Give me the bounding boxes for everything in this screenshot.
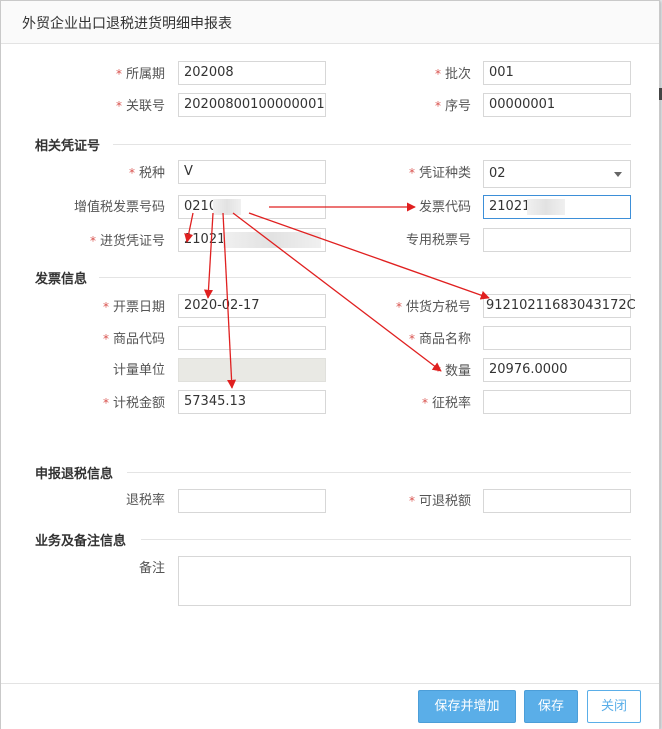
refund-rate-label: 退税率	[125, 493, 165, 508]
arrow-to-issue-date	[203, 212, 214, 299]
section-business-divider	[141, 539, 631, 540]
period-input[interactable]: 202008	[178, 61, 326, 85]
goods-code-label: *商品代码	[102, 332, 165, 347]
arrow-to-purchase-voucher	[184, 212, 194, 243]
close-button[interactable]: 关闭	[587, 690, 641, 723]
unit-label: 计量单位	[112, 363, 165, 378]
chevron-down-icon	[614, 172, 622, 177]
redacted-mask	[527, 199, 565, 215]
section-voucher-divider	[113, 144, 631, 145]
remarks-textarea[interactable]	[178, 556, 631, 606]
purchase-voucher-no-label: *进货凭证号	[89, 234, 165, 249]
scrollbar-mark	[659, 88, 662, 100]
period-label: *所属期	[115, 67, 165, 82]
save-and-add-button[interactable]: 保存并增加	[418, 690, 516, 723]
goods-name-input[interactable]	[483, 326, 631, 350]
section-invoice-divider	[99, 277, 631, 278]
voucher-type-value: 02	[489, 166, 506, 181]
section-business-title: 业务及备注信息	[35, 534, 127, 549]
redacted-mask	[213, 199, 241, 215]
special-tax-no-label: 专用税票号	[405, 233, 471, 248]
refundable-amount-input[interactable]	[483, 489, 631, 513]
goods-name-label: *商品名称	[408, 332, 471, 347]
save-button[interactable]: 保存	[524, 690, 578, 723]
goods-code-input[interactable]	[178, 326, 326, 350]
tax-amount-label: *计税金额	[102, 396, 165, 411]
link-no-label: *关联号	[115, 99, 165, 114]
special-tax-no-input[interactable]	[483, 228, 631, 252]
batch-label: *批次	[434, 67, 471, 82]
levy-rate-input[interactable]	[483, 390, 631, 414]
section-voucher-title: 相关凭证号	[35, 139, 101, 154]
section-refund-divider	[127, 472, 631, 473]
supplier-tax-no-input[interactable]: 91210211683043172C	[483, 294, 636, 318]
voucher-type-label: *凭证种类	[408, 166, 471, 181]
levy-rate-label: *征税率	[421, 396, 471, 411]
section-invoice-title: 发票信息	[35, 272, 88, 287]
issue-date-label: *开票日期	[102, 300, 165, 315]
quantity-input[interactable]: 20976.0000	[483, 358, 631, 382]
issue-date-input[interactable]: 2020-02-17	[178, 294, 326, 318]
supplier-tax-no-label: *供货方税号	[395, 300, 471, 315]
unit-input	[178, 358, 326, 382]
arrow-to-tax-amount	[222, 212, 237, 389]
batch-input[interactable]: 001	[483, 61, 631, 85]
dialog-footer: 保存并增加 保存 关闭	[1, 683, 659, 729]
redacted-mask	[223, 232, 321, 248]
refundable-amount-label: *可退税额	[408, 494, 471, 509]
link-no-input[interactable]: 20200800100000001	[178, 93, 326, 117]
voucher-type-select[interactable]: 02	[483, 160, 631, 188]
dialog-title: 外贸企业出口退税进货明细申报表	[22, 16, 232, 32]
dialog-title-bar[interactable]: 外贸企业出口退税进货明细申报表	[1, 1, 659, 44]
remarks-label: 备注	[138, 561, 165, 576]
seq-no-input[interactable]: 00000001	[483, 93, 631, 117]
tax-type-label: *税种	[128, 166, 165, 181]
arrow-to-quantity	[232, 212, 442, 372]
invoice-code-label: 发票代码	[418, 200, 471, 215]
arrow-to-supplier-tax-no	[248, 212, 490, 300]
tax-amount-input[interactable]: 57345.13	[178, 390, 326, 414]
vat-invoice-no-label: 增值税发票号码	[73, 200, 165, 215]
tax-type-input[interactable]: V	[178, 160, 326, 184]
seq-no-label: *序号	[434, 99, 471, 114]
section-refund-title: 申报退税信息	[35, 467, 114, 482]
refund-rate-input[interactable]	[178, 489, 326, 513]
